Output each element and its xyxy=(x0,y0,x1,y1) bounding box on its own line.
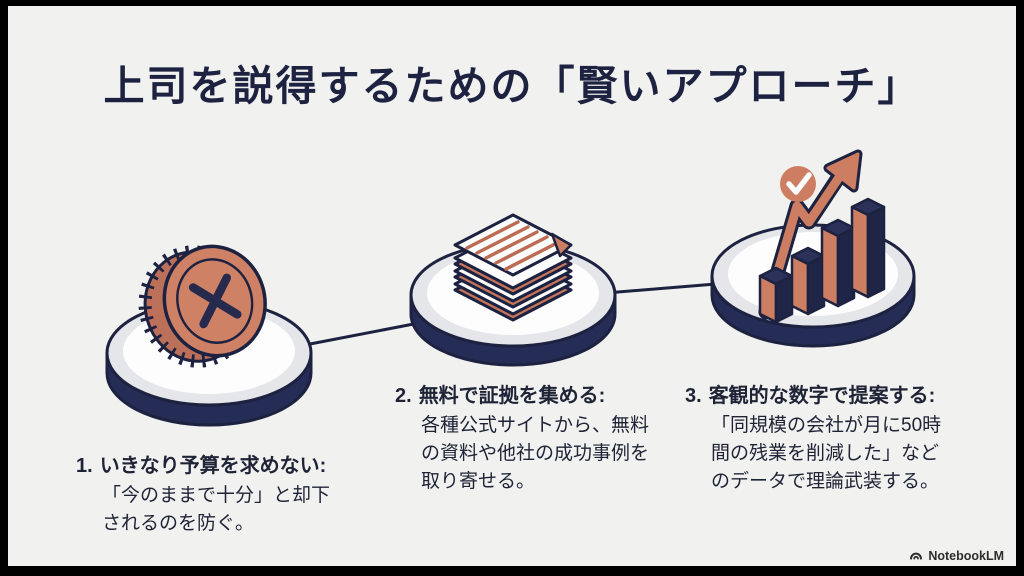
bar-1 xyxy=(758,266,794,324)
step-3-heading: 3. 客観的な数字で提案する: xyxy=(685,383,951,409)
document-text-lines xyxy=(465,220,559,271)
page-title: 上司を説得するための「賢いアプローチ」 xyxy=(103,63,921,109)
step-1-heading: 1. いきなり予算を求めない: xyxy=(76,453,342,479)
step-1-body: 「今のままで十分」と却下されるのを防ぐ。 xyxy=(102,485,331,534)
bar-2 xyxy=(790,246,826,316)
step-2-number: 2. xyxy=(395,385,412,407)
step-2-body: 各種公式サイトから、無料の資料や他社の成功事例を取り寄せる。 xyxy=(421,415,650,492)
step-1-heading-text: いきなり予算を求めない: xyxy=(99,455,327,477)
brand-name: NotebookLM xyxy=(928,549,1004,563)
footer-brand: NotebookLM xyxy=(909,549,1004,563)
bar-4 xyxy=(850,197,886,299)
rejected-coin-icon xyxy=(138,244,267,368)
documents-stack-icon xyxy=(453,213,573,322)
step-3: 3. 客観的な数字で提案する: 「同規模の会社が月に50時間の残業を削減した」な… xyxy=(685,383,951,496)
trend-arrow xyxy=(758,149,863,320)
process-diagram xyxy=(105,149,916,427)
growth-chart-icon xyxy=(758,149,886,324)
connector-lines xyxy=(309,282,717,346)
folded-corner xyxy=(550,232,573,258)
step-3-body: 「同規模の会社が月に50時間の残業を削減した」などのデータで理論武装する。 xyxy=(711,415,942,492)
bars xyxy=(758,197,886,324)
bar-3 xyxy=(820,218,856,308)
slide: 上司を説得するための「賢いアプローチ」 xyxy=(8,6,1016,566)
step-2: 2. 無料で証拠を集める: 各種公式サイトから、無料の資料や他社の成功事例を取り… xyxy=(395,383,661,496)
x-mark xyxy=(188,273,242,329)
notebooklm-logo-icon xyxy=(910,552,923,560)
step-2-heading: 2. 無料で証拠を集める: xyxy=(395,383,661,409)
step-2-heading-text: 無料で証拠を集める: xyxy=(418,385,606,407)
step-1: 1. いきなり予算を求めない: 「今のままで十分」と却下されるのを防ぐ。 xyxy=(76,453,342,538)
step-3-heading-text: 客観的な数字で提案する: xyxy=(708,385,936,407)
check-badge xyxy=(780,166,816,202)
step-3-number: 3. xyxy=(685,385,702,407)
step-1-number: 1. xyxy=(76,455,93,477)
